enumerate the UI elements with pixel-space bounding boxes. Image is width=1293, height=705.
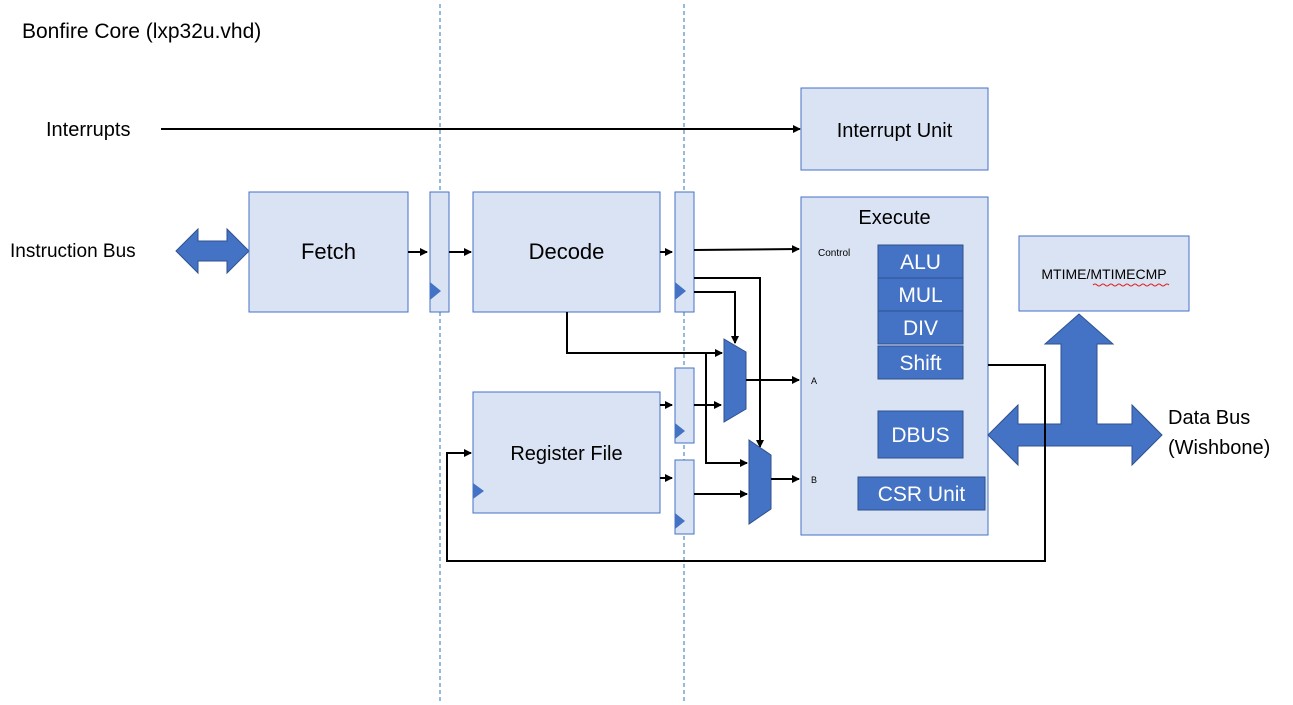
port-a-label: A xyxy=(811,376,817,386)
pipeline-register-decode xyxy=(674,191,695,313)
diagram-title: Bonfire Core (lxp32u.vhd) xyxy=(22,20,261,43)
shift-label: Shift xyxy=(899,352,941,375)
spellcheck-underline xyxy=(1092,283,1170,287)
control-arrow xyxy=(693,245,800,254)
mul-label: MUL xyxy=(898,284,942,307)
mul-unit xyxy=(877,277,964,312)
fetch-label: Fetch xyxy=(301,239,356,264)
shift-unit xyxy=(877,345,964,380)
instruction-bus-label: Instruction Bus xyxy=(10,241,136,262)
control-port-label: Control xyxy=(818,248,850,259)
decode-select-a-line xyxy=(694,291,739,344)
mux-b xyxy=(748,439,772,525)
interrupt-unit-block xyxy=(800,87,989,171)
clock-triangle-icon xyxy=(430,282,441,300)
decode-label: Decode xyxy=(529,239,605,264)
instruction-bus-arrow xyxy=(175,227,250,275)
div-label: DIV xyxy=(903,317,938,340)
interrupt-unit-label: Interrupt Unit xyxy=(837,120,953,142)
clock-triangle-icon xyxy=(675,513,685,529)
immediate-to-mux-b-line xyxy=(705,353,748,467)
register-file-label: Register File xyxy=(510,443,622,465)
clock-triangle-icon xyxy=(675,423,685,439)
csr-label: CSR Unit xyxy=(878,483,966,506)
mtime-block xyxy=(1018,235,1190,312)
div-unit xyxy=(877,310,964,345)
data-bus-arrow xyxy=(987,313,1163,467)
clock-triangle-icon xyxy=(675,282,686,300)
decode-block xyxy=(472,191,661,313)
writeback-line xyxy=(446,364,1046,562)
data-bus-label: Data Bus xyxy=(1168,407,1250,429)
mtime-label: MTIME/MTIMECMP xyxy=(1041,266,1166,282)
alu-label: ALU xyxy=(900,251,941,274)
register-file-block xyxy=(472,391,661,514)
decode-immediate-line xyxy=(566,312,723,357)
port-b-label: B xyxy=(811,475,817,485)
pipeline-register-operand-b xyxy=(674,459,695,535)
execute-label: Execute xyxy=(858,207,930,229)
mux-a xyxy=(723,338,747,423)
dbus-unit xyxy=(877,410,964,459)
decode-select-b-line xyxy=(694,277,764,448)
csr-unit xyxy=(857,476,986,511)
clock-triangle-icon xyxy=(473,483,484,499)
interrupts-label: Interrupts xyxy=(46,119,130,141)
fetch-block xyxy=(248,191,409,313)
dbus-label: DBUS xyxy=(891,424,949,447)
data-bus-sublabel: (Wishbone) xyxy=(1168,437,1270,459)
alu-unit xyxy=(877,244,964,279)
